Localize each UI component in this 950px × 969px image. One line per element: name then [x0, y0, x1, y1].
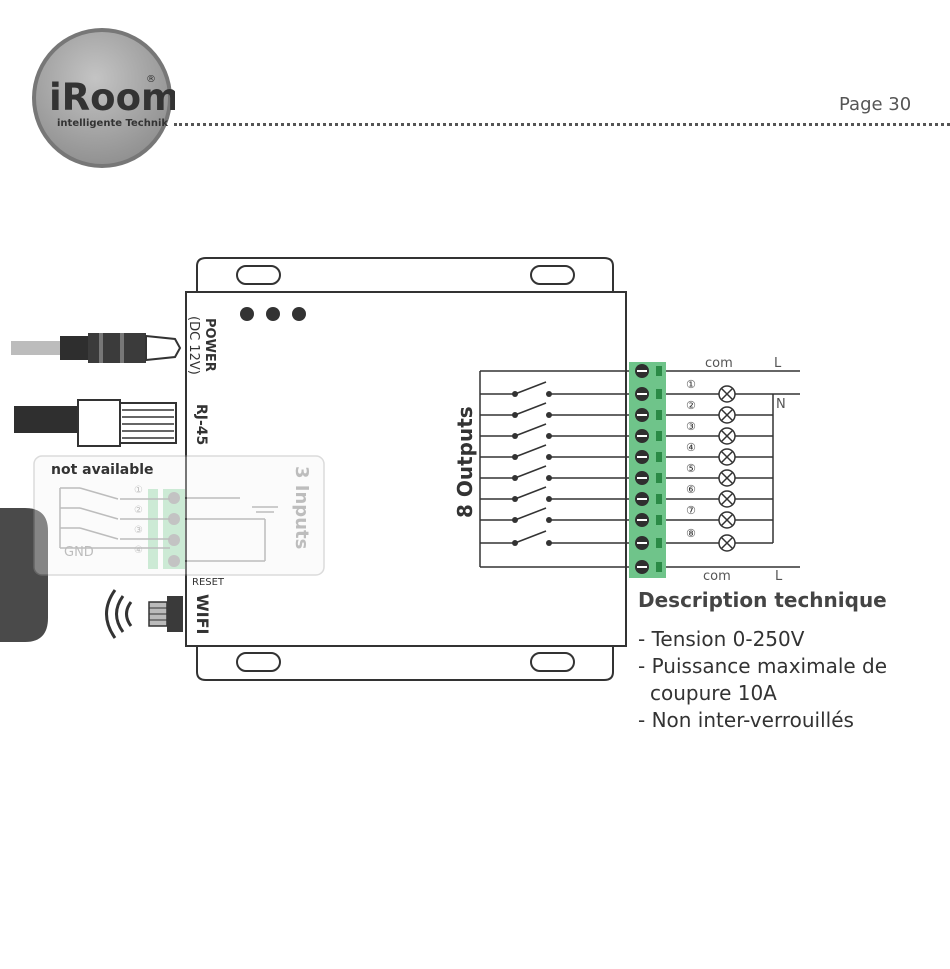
rj45-plug — [14, 399, 177, 447]
description-item-interlock: Non inter-verrouillés — [638, 707, 938, 734]
inputs-label: 3 Inputs — [291, 466, 312, 549]
lamp-symbols — [718, 385, 736, 552]
svg-text:①: ① — [686, 378, 696, 391]
description-item-voltage: Tension 0-250V — [638, 626, 938, 653]
svg-text:②: ② — [134, 505, 143, 516]
svg-text:⑤: ⑤ — [686, 462, 696, 475]
logo-tagline: intelligente Technik — [57, 118, 168, 129]
description-item-breaking-capacity: Puissance maximale de coupure 10A — [638, 653, 938, 707]
page-number: Page 30 — [839, 94, 912, 115]
gnd-label: GND — [64, 545, 94, 560]
wifi-label: WIFI — [193, 594, 212, 634]
neutral-label: N — [776, 397, 786, 412]
description-list: Tension 0-250V Puissance maximale de cou… — [638, 626, 938, 734]
wifi-signal-icon — [105, 589, 133, 639]
line-bottom-label: L — [775, 569, 783, 584]
logo-brand: iRoom — [49, 76, 175, 119]
outputs-label: 8 Outputs — [453, 406, 477, 518]
rj45-label: RJ-45 — [193, 404, 209, 445]
svg-text:④: ④ — [134, 545, 143, 556]
svg-text:⑦: ⑦ — [686, 504, 696, 517]
reset-label: RESET — [192, 577, 225, 588]
output-relays — [479, 370, 636, 568]
technical-description: Description technique Tension 0-250V Pui… — [638, 588, 938, 734]
output-numbers: ① ② ③ ④ ⑤ ⑥ ⑦ ⑧ — [686, 378, 696, 540]
power-label: POWER — [202, 318, 217, 372]
svg-text:①: ① — [134, 485, 143, 496]
status-leds — [240, 307, 306, 321]
device-body — [185, 291, 627, 647]
logo-registered-mark: ® — [146, 74, 156, 85]
mounting-flange-top — [196, 257, 614, 292]
com-top-label: com — [705, 356, 733, 371]
output-terminal-block — [629, 362, 666, 578]
svg-text:②: ② — [686, 399, 696, 412]
side-block — [0, 508, 48, 642]
header-divider — [174, 123, 950, 126]
svg-text:④: ④ — [686, 441, 696, 454]
svg-text:③: ③ — [134, 525, 143, 536]
description-title: Description technique — [638, 588, 887, 612]
iroom-logo: iRoom ® intelligente Technik — [32, 28, 175, 168]
not-available-label: not available — [51, 462, 154, 478]
power-plug — [11, 333, 182, 363]
mounting-flange-bottom — [196, 646, 614, 681]
com-bottom-label: com — [703, 569, 731, 584]
svg-text:⑥: ⑥ — [686, 483, 696, 496]
svg-text:③: ③ — [686, 420, 696, 433]
device-diagram: POWER (DC 12V) RJ-45 — [0, 257, 800, 681]
relay-contacts — [512, 391, 552, 546]
inputs-section: ① ② ③ ④ GND 3 Inputs — [33, 455, 325, 576]
wifi-antenna-connector — [148, 596, 183, 632]
power-voltage-label: (DC 12V) — [186, 316, 201, 375]
svg-text:⑧: ⑧ — [686, 527, 696, 540]
line-top-label: L — [774, 356, 782, 371]
